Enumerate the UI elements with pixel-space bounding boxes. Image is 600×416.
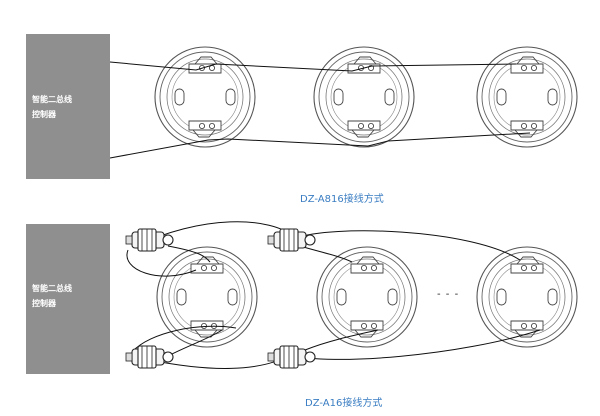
controller-label-line2: 控制器 [32, 110, 56, 119]
caption-dz-a816: DZ-A816接线方式 [300, 194, 384, 205]
branch-wire-bottom-b1 [169, 329, 223, 356]
detector-base-a1 [154, 46, 256, 148]
branch-wire-top-b1 [167, 245, 211, 263]
detector-base-a2 [313, 46, 415, 148]
diagram-b [125, 221, 578, 369]
bus-controller-a: 智能二总线 控制器 [26, 34, 110, 179]
controller-label-line1: 智能二总线 [32, 95, 72, 104]
continuation-mark: - - - [437, 289, 460, 300]
caption-dz-a16: DZ-A16接线方式 [305, 398, 383, 409]
connector-clip-b2-top [267, 228, 316, 252]
detector-base-b3 [476, 246, 578, 348]
controller-label-line1: 智能二总线 [32, 284, 72, 293]
branch-wire-bottom-b2 [304, 329, 379, 351]
bus-wire-bottom-a [109, 132, 531, 159]
controller-label-line2: 控制器 [32, 299, 56, 308]
detector-base-a3 [476, 46, 578, 148]
connector-clip-b1-top [125, 228, 174, 252]
bus-wire-top-a [109, 61, 517, 72]
return-wire-top-b [126, 249, 197, 277]
diagram-a [109, 46, 578, 159]
connector-clip-b1-bottom [125, 345, 174, 369]
bus-controller-b: 智能二总线 控制器 [26, 224, 110, 374]
